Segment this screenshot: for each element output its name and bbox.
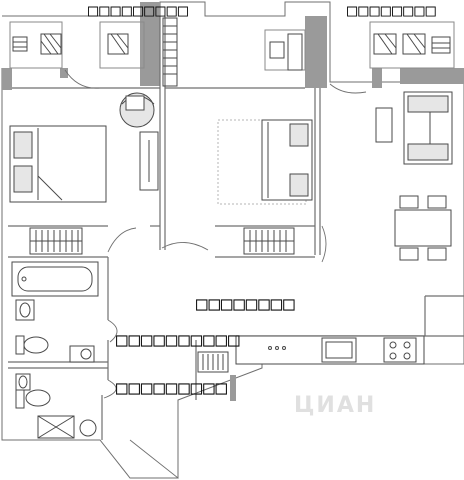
label-bottom-left: □□□□□□□□□ bbox=[116, 377, 228, 399]
wardrobe-hangers bbox=[244, 230, 294, 252]
door-icon bbox=[64, 69, 101, 89]
bathtub-icon bbox=[11, 261, 99, 297]
wall-column-b bbox=[140, 2, 160, 86]
label-middle-left: □□□□□□□□□□ bbox=[116, 329, 241, 351]
door-icon bbox=[161, 242, 209, 251]
wardrobe-icon bbox=[162, 17, 178, 87]
door-icon bbox=[107, 227, 137, 253]
toilet-icon bbox=[15, 335, 49, 355]
wall-column-left bbox=[2, 68, 12, 90]
chair-icon bbox=[269, 41, 285, 59]
balcony-frame-left bbox=[9, 21, 63, 69]
balcony-frame-b bbox=[99, 21, 145, 69]
cooktop-dots bbox=[268, 346, 286, 350]
sink-icon bbox=[15, 299, 35, 321]
bed-icon bbox=[9, 125, 107, 203]
sink-icon bbox=[15, 373, 31, 391]
door-icon bbox=[103, 379, 117, 399]
watermark: ЦИАН bbox=[294, 393, 376, 418]
label-top-center: □□□□□□□□□ bbox=[88, 1, 190, 21]
chair-icon bbox=[373, 33, 397, 55]
wardrobe-hangers bbox=[202, 354, 224, 370]
wall-column-a bbox=[60, 68, 68, 78]
wardrobe-hangers bbox=[30, 230, 82, 252]
door-icon bbox=[329, 83, 367, 94]
wall-column-d bbox=[372, 68, 382, 88]
label-top-right: □□□□□□□□ bbox=[347, 1, 437, 21]
dining-table-icon bbox=[394, 195, 452, 261]
label-middle-right: □□□□□□□□ bbox=[196, 293, 296, 315]
shower-tray-icon bbox=[37, 415, 75, 439]
wall-column-f bbox=[230, 375, 236, 401]
washing-machine-icon bbox=[79, 419, 97, 437]
wall-column-e bbox=[400, 68, 464, 84]
door-icon bbox=[129, 400, 179, 479]
balcony-frame-c bbox=[264, 29, 306, 71]
armchair-icon bbox=[119, 92, 155, 128]
chair-icon bbox=[12, 36, 28, 52]
kitchen-sink-icon bbox=[321, 337, 357, 363]
chair-icon bbox=[402, 33, 426, 55]
wardrobe-hangers bbox=[163, 25, 177, 75]
balcony-frame-d bbox=[369, 21, 455, 69]
wall-column-c bbox=[305, 16, 327, 88]
chair-icon bbox=[431, 36, 451, 54]
stove-icon bbox=[383, 337, 417, 363]
sofa-icon bbox=[403, 91, 453, 165]
chair-icon bbox=[40, 33, 62, 55]
door-icon bbox=[107, 319, 118, 343]
chair-icon bbox=[107, 33, 129, 55]
washing-machine-icon bbox=[69, 345, 95, 363]
door-icon bbox=[321, 225, 327, 263]
desk-icon bbox=[287, 33, 303, 71]
desk-icon bbox=[375, 107, 393, 143]
toilet-icon bbox=[15, 389, 51, 409]
bed-icon bbox=[217, 119, 313, 205]
